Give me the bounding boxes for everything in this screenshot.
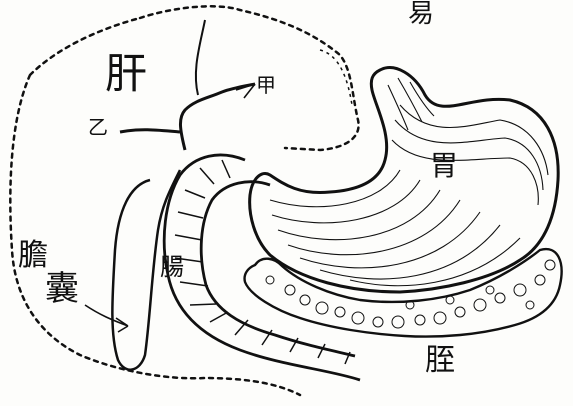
- label-duct-yi: 乙: [88, 115, 108, 139]
- label-pancreas: 胵: [425, 343, 455, 378]
- label-liver: 肝: [105, 49, 147, 98]
- duodenum-folds: [175, 160, 350, 364]
- label-duodenum: 腸: [160, 253, 184, 281]
- liver-right-edge: [320, 50, 352, 105]
- label-corner: 易: [408, 0, 434, 29]
- label-duct-jia: 甲: [256, 73, 276, 97]
- gallbladder-pointer: [85, 305, 128, 332]
- label-gallbladder-1: 膽: [18, 238, 48, 273]
- duodenum: [164, 155, 360, 380]
- stomach: [250, 68, 559, 292]
- liver-outline: [10, 6, 358, 395]
- stomach-hatching: [270, 78, 548, 286]
- bile-duct-branch: [120, 130, 180, 132]
- label-stomach: 胃: [430, 149, 458, 182]
- liver-inner-fold: [196, 20, 205, 95]
- label-gallbladder-2: 囊: [45, 269, 79, 309]
- bile-duct-main: [180, 84, 255, 150]
